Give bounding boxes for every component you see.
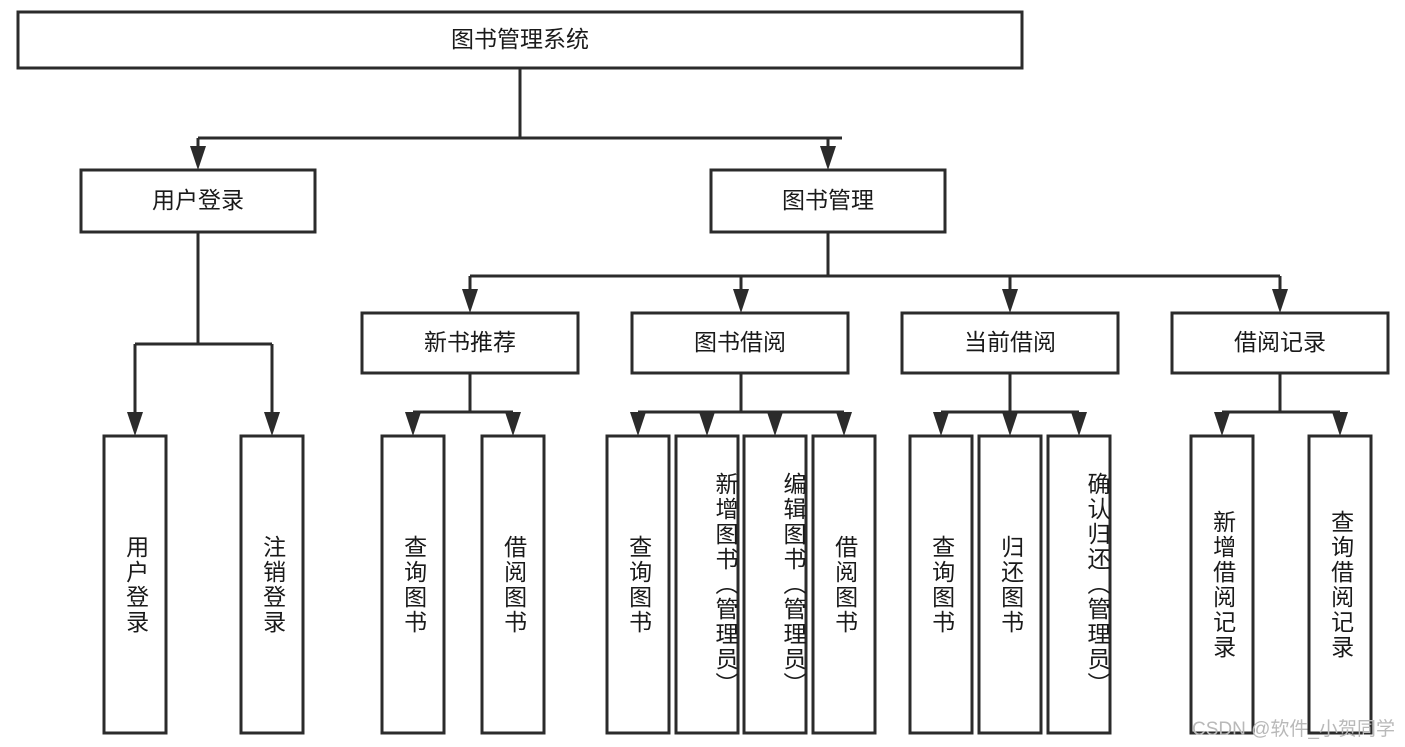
node-root-label: 图书管理系统: [451, 26, 589, 52]
node-root-book-management-system[interactable]: [16, 10, 1024, 70]
node-current-borrow-label: 当前借阅: [964, 329, 1056, 355]
connector-borrow-record-to-leaves: [1214, 373, 1348, 436]
arrow-head-icon: [630, 412, 646, 436]
arrow-head-icon: [462, 289, 478, 313]
arrow-head-icon: [1002, 412, 1018, 436]
arrow-head-icon: [1214, 412, 1230, 436]
node-new-book-recommend[interactable]: [360, 311, 580, 375]
node-leaf-borrow-book[interactable]: [811, 434, 877, 735]
node-leaf-logout[interactable]: [239, 434, 305, 735]
node-current-borrow[interactable]: [900, 311, 1120, 375]
arrow-head-icon: [405, 412, 421, 436]
connector-new-book-recommend-to-leaves: [405, 373, 521, 436]
arrow-head-icon: [836, 412, 852, 436]
node-book-borrow-label: 图书借阅: [694, 329, 786, 355]
node-leaf-query-book-recommend[interactable]: [380, 434, 446, 735]
node-leaf-return-book[interactable]: [977, 434, 1043, 735]
node-borrow-record[interactable]: [1170, 311, 1390, 375]
arrow-head-icon: [699, 412, 715, 436]
connector-root-to-level2: [190, 68, 842, 170]
arrow-head-icon: [1272, 289, 1288, 313]
node-borrow-record-label: 借阅记录: [1234, 329, 1326, 355]
arrow-head-icon: [127, 412, 143, 436]
arrow-head-icon: [505, 412, 521, 436]
node-book-management-label: 图书管理: [782, 187, 874, 213]
arrow-head-icon: [1332, 412, 1348, 436]
node-book-borrow[interactable]: [630, 311, 850, 375]
arrow-head-icon: [733, 289, 749, 313]
connector-book-borrow-to-leaves: [630, 373, 852, 436]
csdn-watermark: CSDN @软件_小贺同学: [1192, 719, 1395, 740]
arrow-head-icon: [933, 412, 949, 436]
node-leaf-add-book-admin[interactable]: [674, 434, 740, 735]
node-new-book-recommend-label: 新书推荐: [424, 329, 516, 355]
arrow-head-icon: [1071, 412, 1087, 436]
node-leaf-query-book-current[interactable]: [908, 434, 974, 735]
node-leaf-query-borrow-record[interactable]: [1307, 434, 1373, 735]
node-book-management[interactable]: [709, 168, 947, 234]
connector-book-management-to-level3: [462, 232, 1288, 313]
arrow-head-icon: [1002, 289, 1018, 313]
node-leaf-confirm-return-admin[interactable]: [1046, 434, 1112, 735]
node-leaf-query-book-borrow[interactable]: [605, 434, 671, 735]
arrow-head-icon: [190, 146, 206, 170]
node-leaf-user-login[interactable]: [102, 434, 168, 735]
node-user-login[interactable]: [79, 168, 317, 234]
arrow-head-icon: [264, 412, 280, 436]
node-leaf-borrow-book-recommend[interactable]: [480, 434, 546, 735]
node-user-login-label: 用户登录: [152, 187, 244, 213]
arrow-head-icon: [767, 412, 783, 436]
arrow-head-icon: [820, 146, 836, 170]
connector-current-borrow-to-leaves: [933, 373, 1087, 436]
connector-user-login-to-leaves: [127, 232, 280, 436]
node-leaf-add-borrow-record[interactable]: [1189, 434, 1255, 735]
node-leaf-edit-book-admin[interactable]: [742, 434, 808, 735]
